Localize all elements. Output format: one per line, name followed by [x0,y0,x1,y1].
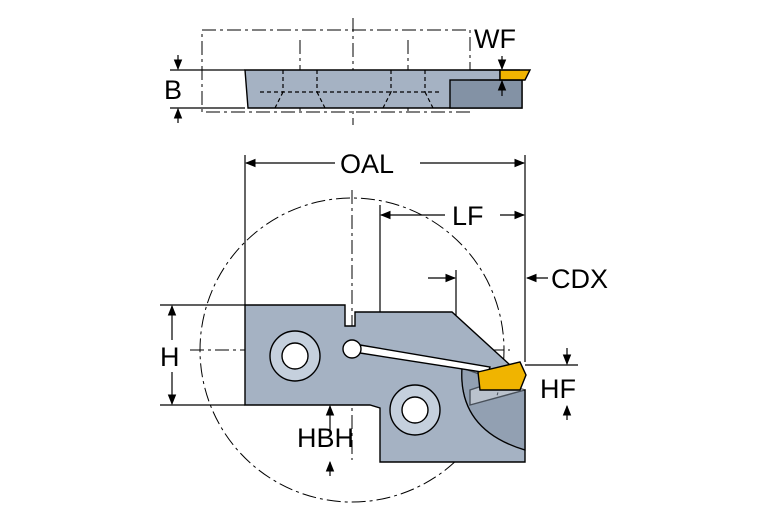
top-view-hidden-holes [260,70,440,109]
hf-label: HF [540,374,576,404]
screw-hole-right [401,396,429,424]
screw-hole-left [281,342,309,370]
front-view: OAL LF CDX H HF [160,149,608,503]
hbh-label: HBH [297,423,354,453]
lf-label: LF [452,201,484,231]
top-view: B WF [164,18,532,125]
wf-label: WF [474,24,516,54]
oal-label: OAL [340,149,394,179]
cdx-label: CDX [551,264,608,294]
h-label: H [160,342,180,372]
slot-hole [342,339,362,359]
b-label: B [164,75,182,105]
top-view-insert [499,69,532,81]
front-view-insert [477,361,527,391]
top-view-holder-end [449,79,523,109]
